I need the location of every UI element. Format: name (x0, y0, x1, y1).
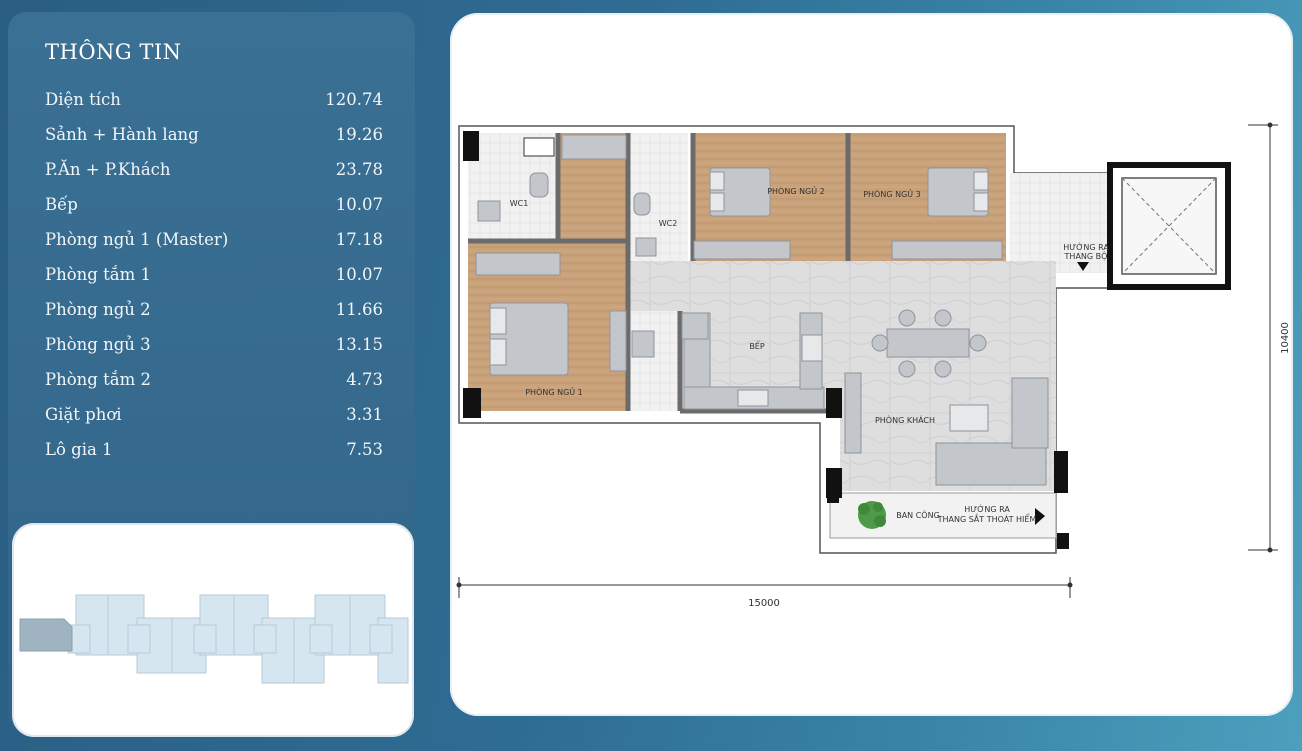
area-label: Phòng ngủ 2 (45, 300, 151, 319)
area-label: Bếp (45, 195, 78, 214)
area-row-bathroom-2: Phòng tắm 2 4.73 (45, 362, 383, 397)
label-exit-stairs-line1: HƯỚNG RA (1063, 241, 1109, 252)
area-value: 120.74 (325, 90, 383, 109)
info-title: THÔNG TIN (45, 40, 182, 64)
area-row-bedroom-1: Phòng ngủ 1 (Master) 17.18 (45, 222, 383, 257)
key-plan-core (193, 624, 217, 654)
fridge (681, 312, 709, 340)
toilet-2 (633, 192, 651, 216)
bed-2 (709, 167, 771, 217)
area-row-bedroom-2: Phòng ngủ 2 11.66 (45, 292, 383, 327)
coffee-table (949, 404, 989, 432)
label-living-room: PHÒNG KHÁCH (875, 414, 935, 425)
label-exit-fire-line1: HƯỚNG RA (964, 503, 1010, 514)
dimension-lines (456, 122, 1278, 598)
key-plan-drawing (19, 594, 409, 684)
area-label: P.Ăn + P.Khách (45, 160, 171, 179)
sofa-side (1011, 377, 1049, 449)
label-exit-fire-line2: THANG SẮT THOÁT HIỂM (937, 512, 1037, 524)
area-value: 13.15 (335, 335, 383, 354)
area-label: Diện tích (45, 90, 121, 109)
key-plan-selected-unit[interactable] (19, 618, 73, 652)
area-value: 17.18 (335, 230, 383, 249)
area-label: Phòng tắm 1 (45, 265, 151, 284)
area-label: Giặt phơi (45, 405, 122, 424)
dimension-height: 10400 (1280, 322, 1291, 354)
label-exit-stairs-line2: THANG BỘ (1064, 250, 1108, 261)
area-row-bathroom-1: Phòng tắm 1 10.07 (45, 257, 383, 292)
area-value: 11.66 (335, 300, 383, 319)
toilet-1 (529, 172, 549, 198)
floor-plan-card: WC1 WC2 PHÒNG NGỦ 1 PHÒNG NGỦ 2 PHÒNG NG… (450, 13, 1293, 716)
key-plan-core (369, 624, 393, 654)
key-plan-core (127, 624, 151, 654)
shower-1 (523, 137, 555, 157)
laundry[interactable] (628, 311, 678, 411)
area-label: Lô gia 1 (45, 440, 113, 459)
wardrobe-1 (609, 310, 627, 372)
wardrobe-3 (891, 240, 1003, 260)
area-label: Phòng ngủ 3 (45, 335, 151, 354)
sink (737, 389, 769, 407)
area-row-lobby: Sảnh + Hành lang 19.26 (45, 117, 383, 152)
desk (475, 252, 561, 276)
key-plan-core (253, 624, 277, 654)
area-row-kitchen: Bếp 10.07 (45, 187, 383, 222)
wardrobe-2 (693, 240, 791, 260)
stove (801, 334, 823, 362)
label-bedroom-1: PHÒNG NGỦ 1 (525, 386, 583, 397)
label-bedroom-2: PHÒNG NGỦ 2 (767, 185, 825, 196)
area-label: Sảnh + Hành lang (45, 125, 199, 144)
washing-machine (631, 330, 655, 358)
floor-plan: WC1 WC2 PHÒNG NGỦ 1 PHÒNG NGỦ 2 PHÒNG NG… (456, 122, 1291, 609)
area-value: 23.78 (335, 160, 383, 179)
area-value: 4.73 (346, 370, 383, 389)
dining-table (886, 328, 970, 358)
key-plan[interactable] (12, 523, 414, 737)
dimension-width: 15000 (748, 598, 780, 609)
area-value: 10.07 (335, 265, 383, 284)
furniture (475, 134, 1049, 486)
bed-3 (927, 167, 989, 217)
label-kitchen: BẾP (749, 340, 765, 351)
label-bedroom-3: PHÒNG NGỦ 3 (863, 188, 921, 199)
structural-columns (463, 131, 1069, 549)
area-row-total: Diện tích 120.74 (45, 82, 383, 117)
area-row-laundry: Giặt phơi 3.31 (45, 397, 383, 432)
closet-shelf (561, 134, 627, 160)
area-label: Phòng tắm 2 (45, 370, 151, 389)
area-row-loggia: Lô gia 1 7.53 (45, 432, 383, 467)
tv-cabinet (844, 372, 862, 454)
area-value: 3.31 (346, 405, 383, 424)
exit-arrow-down-icon (1077, 262, 1089, 271)
exit-arrow-right-icon (1035, 508, 1045, 525)
area-list: Diện tích 120.74 Sảnh + Hành lang 19.26 … (45, 82, 383, 467)
label-wc1: WC1 (510, 199, 529, 208)
balcony[interactable] (829, 492, 1057, 539)
label-balcony: BAN CÔNG (896, 509, 940, 520)
key-plan-core (309, 624, 333, 654)
area-label: Phòng ngủ 1 (Master) (45, 230, 229, 249)
interior-walls (468, 133, 851, 414)
basin-1 (477, 200, 501, 222)
sofa (935, 442, 1047, 486)
area-row-dining-living: P.Ăn + P.Khách 23.78 (45, 152, 383, 187)
area-row-bedroom-3: Phòng ngủ 3 13.15 (45, 327, 383, 362)
label-wc2: WC2 (659, 219, 678, 228)
plant-icon (858, 501, 886, 529)
area-value: 10.07 (335, 195, 383, 214)
basin-2 (635, 237, 657, 257)
area-value: 19.26 (335, 125, 383, 144)
lobby-area (1010, 173, 1110, 273)
area-value: 7.53 (346, 440, 383, 459)
